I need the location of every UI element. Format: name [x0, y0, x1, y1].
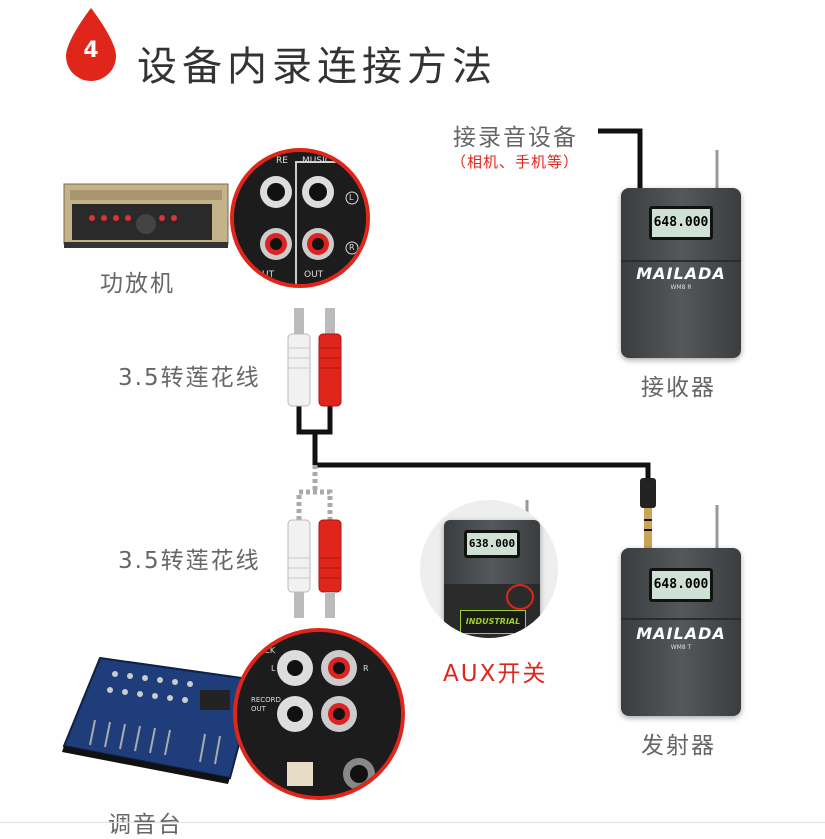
amp-out-label: OUT [304, 270, 324, 280]
amplifier-label: 功放机 [100, 271, 175, 297]
mixer-left-channel: L [271, 664, 276, 673]
receiver-model: WM8 R [670, 284, 692, 291]
aux-switch-zoom: 638.000 INDUSTRIAL [420, 500, 558, 638]
amplifier-jack-zoom: RE MUSIC L R UT OUT [230, 148, 370, 288]
step-drop-icon [66, 8, 116, 81]
bottom-cable-label: 3.5转莲花线 [118, 548, 261, 574]
aux-battery: INDUSTRIAL [460, 610, 526, 634]
mixer-record-out-label: RECORD OUT [251, 696, 281, 713]
receiver-screen: 648.000 [649, 206, 713, 240]
receiver-label: 接收器 [641, 375, 716, 401]
rca-jacks [260, 176, 334, 260]
amp-music-label: MUSIC [302, 156, 332, 166]
aux-screen: 638.000 [464, 530, 520, 558]
receiver-divider [621, 260, 741, 262]
transmitter-screen: 648.000 [649, 568, 713, 602]
transmitter-model: WM8 T [670, 644, 692, 651]
amplifier-image [62, 180, 230, 252]
mixer-right-channel: R [363, 664, 369, 673]
bottom-rca-plugs [287, 519, 342, 618]
divider-line [0, 822, 825, 823]
amp-bottom-left-label: UT [262, 270, 275, 280]
mixer-jack-zoom: ACK RECORD OUT L R [233, 628, 405, 800]
aux-switch-highlight [506, 584, 534, 610]
transmitter-unit: 648.000 MAILADA WM8 T [621, 548, 741, 716]
recording-device-label: 接录音设备 [453, 125, 578, 151]
step-number: 4 [83, 38, 99, 63]
top-rca-plugs [287, 308, 342, 407]
recording-device-note: （相机、手机等） [451, 153, 580, 171]
amp-left-channel: L [349, 193, 354, 202]
receiver-brand: MAILADA [636, 264, 726, 283]
top-cable-label: 3.5转莲花线 [118, 365, 261, 391]
transmitter-divider [621, 618, 741, 620]
transmitter-brand: MAILADA [636, 624, 726, 643]
mixer-top-label: ACK [259, 646, 276, 655]
aux-device-body: 638.000 INDUSTRIAL [444, 520, 540, 638]
transmitter-label: 发射器 [641, 733, 716, 759]
page-title: 设备内录连接方法 [137, 44, 497, 90]
mixer-image [60, 650, 260, 785]
amp-right-channel: R [349, 243, 355, 252]
receiver-unit: 648.000 MAILADA WM8 R [621, 188, 741, 358]
aux-switch-label: AUX开关 [443, 661, 548, 687]
amp-left-cut-label: RE [276, 156, 288, 166]
